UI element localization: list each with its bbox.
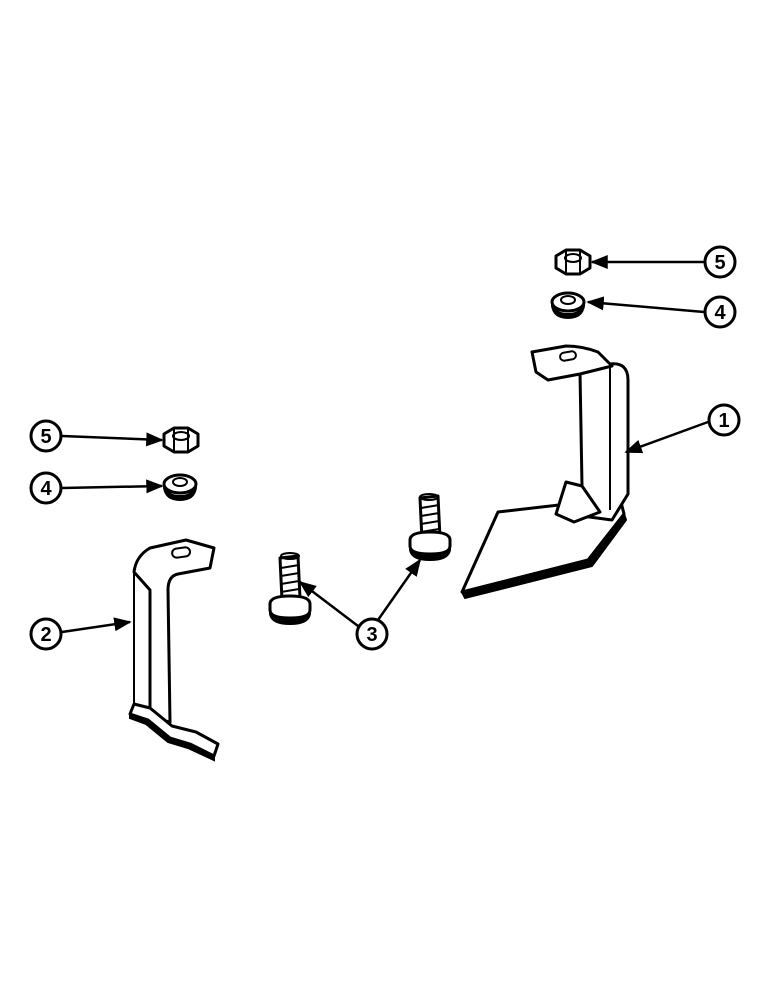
leader-4-right — [586, 296, 705, 314]
leader-3b — [376, 558, 422, 621]
leader-4-left — [61, 479, 164, 494]
callout-4-left-label: 4 — [40, 478, 52, 500]
bracket-2 — [128, 538, 220, 762]
washer-4-right — [550, 291, 586, 320]
bolt-3-right — [408, 493, 452, 562]
bolt-3-left — [268, 552, 312, 626]
callout-4-right-label: 4 — [714, 302, 726, 324]
leader-2 — [61, 617, 132, 634]
leader-3a — [298, 580, 359, 627]
callout-4-left: 4 — [29, 471, 63, 505]
callout-3-label: 3 — [366, 624, 377, 646]
nut-5-left — [162, 426, 200, 454]
callout-5-right-label: 5 — [714, 252, 725, 274]
callout-5-left-label: 5 — [40, 426, 51, 448]
callout-5-left: 5 — [29, 419, 63, 453]
washer-4-left — [162, 473, 198, 502]
leader-1 — [624, 420, 709, 454]
callout-1-label: 1 — [718, 410, 729, 432]
leader-5-left — [61, 432, 164, 447]
bracket-1 — [460, 344, 630, 600]
callout-4-right: 4 — [703, 295, 737, 329]
callout-1: 1 — [707, 403, 741, 437]
callout-3: 3 — [355, 617, 389, 651]
callout-5-right: 5 — [703, 245, 737, 279]
nut-5-right — [554, 248, 592, 276]
callout-2-label: 2 — [40, 624, 51, 646]
callout-2: 2 — [29, 617, 63, 651]
